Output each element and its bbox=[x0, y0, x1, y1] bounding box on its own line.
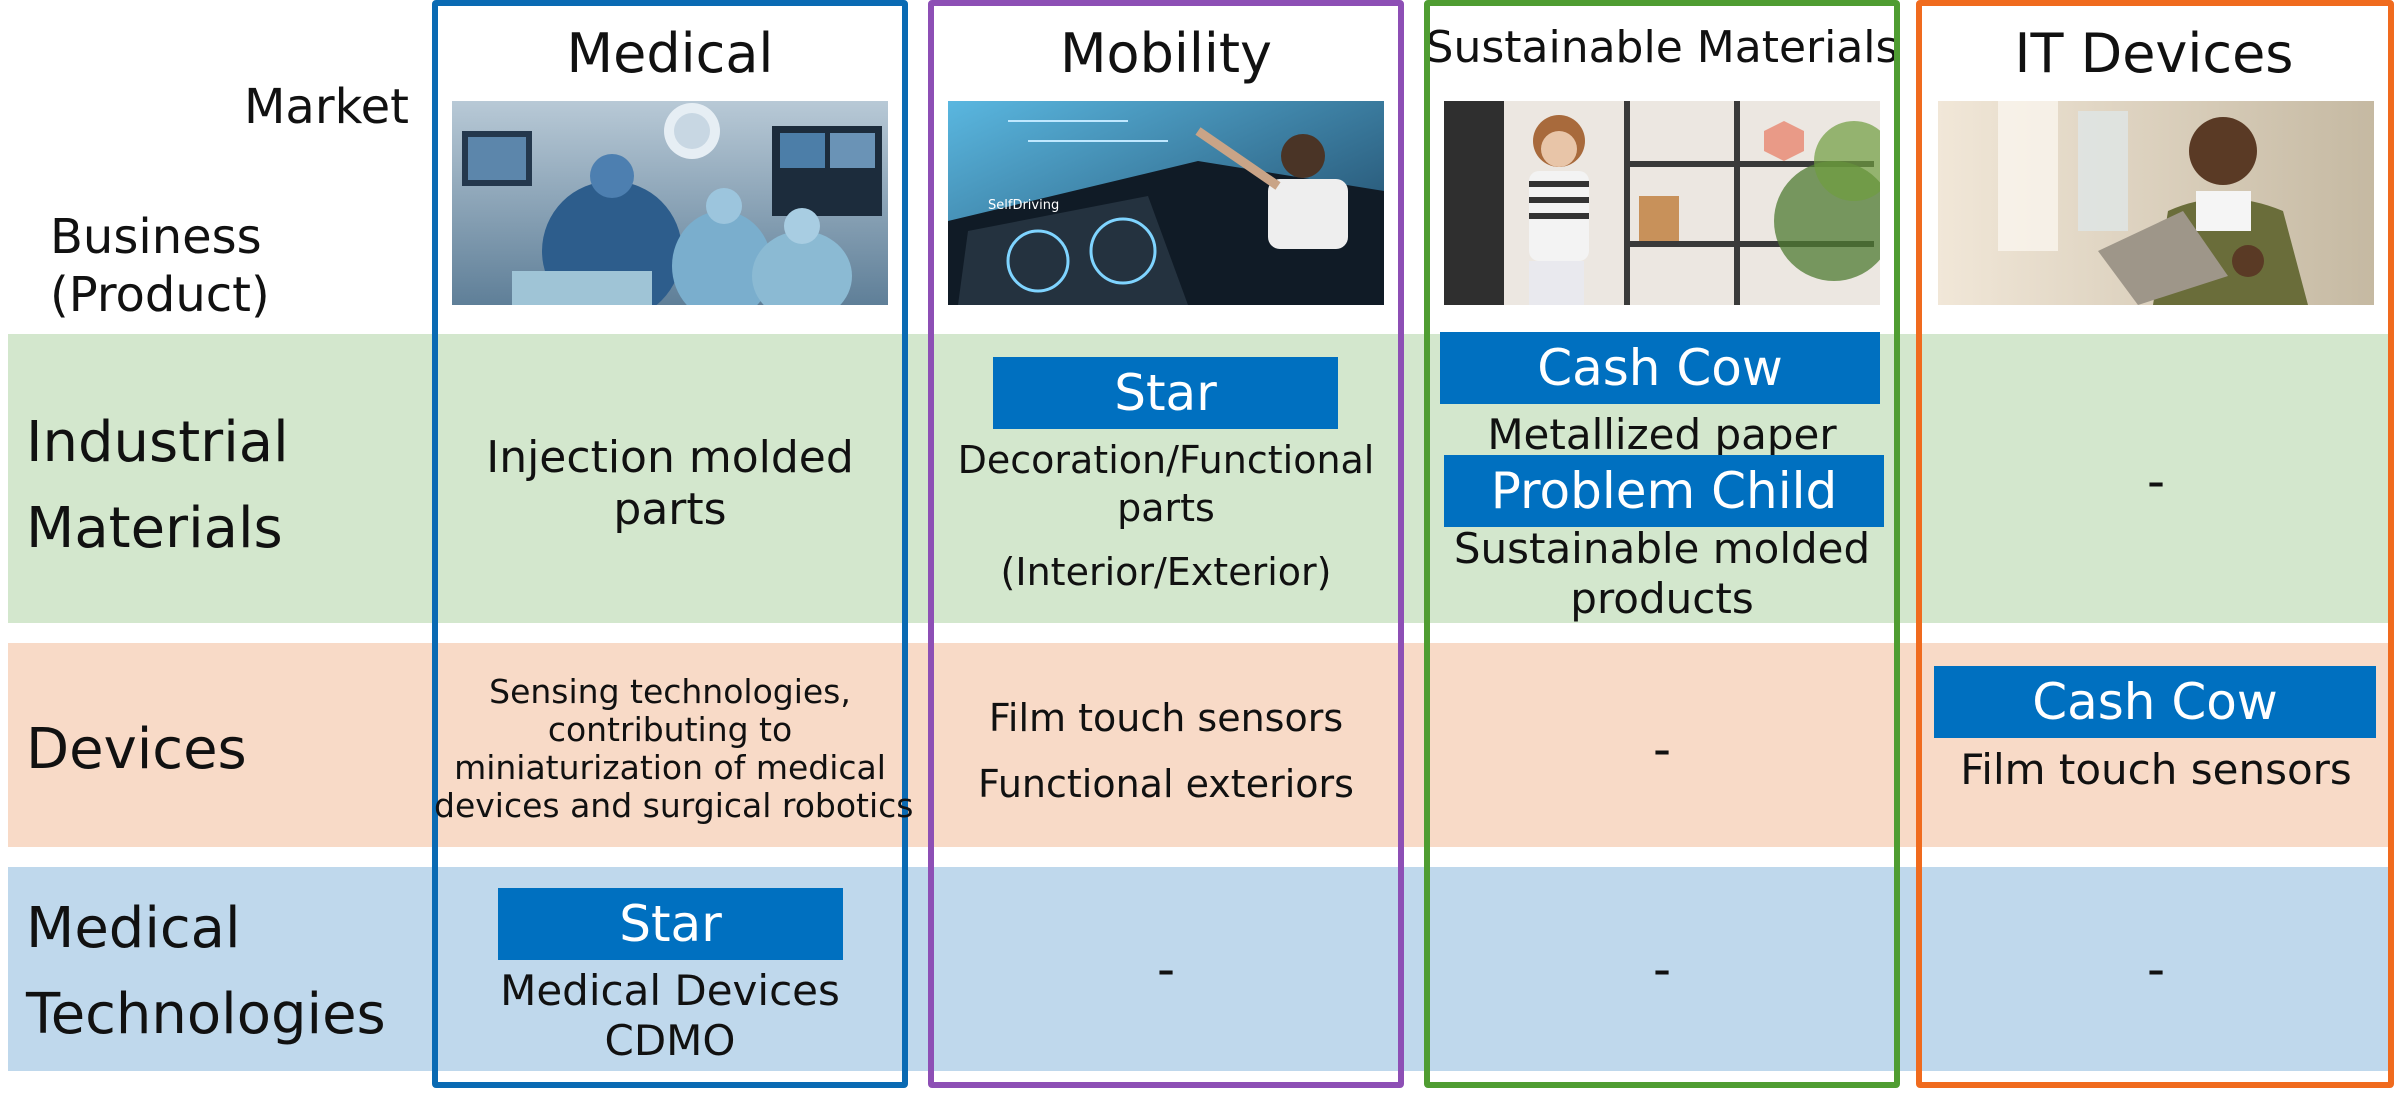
cell-medtech-it-devices: - bbox=[2146, 940, 2166, 998]
sustainable-materials-photo bbox=[1444, 101, 1880, 305]
column-frame-it-devices bbox=[1916, 0, 2394, 1088]
column-frame-mobility bbox=[928, 0, 1404, 1088]
column-header-medical: Medical bbox=[566, 22, 774, 85]
corner-business-label: Business (Product) bbox=[50, 209, 270, 323]
cell-devices-it-film-touch: Film touch sensors bbox=[1960, 745, 2352, 794]
cell-devices-sustainable: - bbox=[1652, 720, 1672, 778]
cell-industrial-medical: Injection molded parts bbox=[486, 432, 854, 535]
row-label-devices: Devices bbox=[26, 717, 247, 782]
cell-medtech-sustainable: - bbox=[1652, 940, 1672, 998]
cell-devices-medical: Sensing technologies, contributing to mi… bbox=[434, 672, 914, 825]
it-devices-photo bbox=[1938, 101, 2374, 305]
medical-photo bbox=[452, 101, 888, 305]
cell-industrial-it-devices: - bbox=[2146, 452, 2166, 510]
row-label-industrial-materials: Industrial Materials bbox=[26, 410, 289, 561]
cash-cow-badge-it: Cash Cow bbox=[1934, 666, 2376, 738]
cell-medtech-medical: Medical Devices CDMO bbox=[500, 966, 840, 1065]
problem-child-badge: Problem Child bbox=[1444, 455, 1884, 527]
star-badge: Star bbox=[993, 357, 1338, 429]
star-badge-medical: Star bbox=[498, 888, 843, 960]
cell-industrial-mobility-parts: Decoration/Functional parts bbox=[957, 438, 1375, 530]
cell-industrial-mobility-interior-exterior: (Interior/Exterior) bbox=[1000, 550, 1332, 594]
cell-medtech-mobility: - bbox=[1156, 940, 1176, 998]
column-header-sustainable-materials: Sustainable Materials bbox=[1425, 22, 1899, 73]
row-band-medical-technologies bbox=[8, 867, 2394, 1071]
cell-devices-mobility-functional-exteriors: Functional exteriors bbox=[978, 762, 1354, 806]
cash-cow-badge: Cash Cow bbox=[1440, 332, 1880, 404]
column-header-it-devices: IT Devices bbox=[2014, 22, 2294, 85]
cell-devices-mobility-film-touch: Film touch sensors bbox=[988, 696, 1344, 740]
row-label-medical-technologies: Medical Technologies bbox=[26, 896, 386, 1047]
column-frame-medical bbox=[432, 0, 908, 1088]
mobility-photo: SelfDriving bbox=[948, 101, 1384, 305]
column-header-mobility: Mobility bbox=[1059, 22, 1273, 85]
cell-industrial-sustainable-molded-products: Sustainable molded products bbox=[1453, 524, 1871, 623]
cell-industrial-sustainable-metallized-paper: Metallized paper bbox=[1487, 410, 1837, 459]
column-frame-sustainable-materials bbox=[1424, 0, 1900, 1088]
corner-market-label: Market bbox=[244, 79, 409, 135]
mobility-photo-text: SelfDriving bbox=[988, 198, 1059, 213]
